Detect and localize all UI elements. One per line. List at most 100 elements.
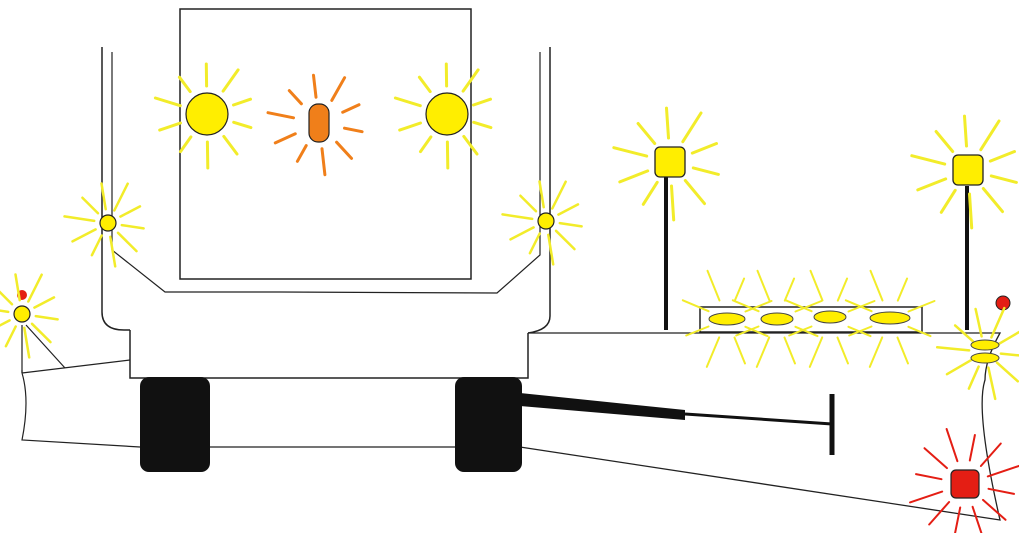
light-ray <box>999 352 1019 357</box>
light-ray <box>158 121 182 132</box>
light-ray <box>266 111 295 120</box>
light-ray <box>986 464 1019 478</box>
light-ray <box>735 325 760 337</box>
light-ray <box>755 336 771 368</box>
light-ray <box>0 309 10 314</box>
light-bar-lamp-icon <box>813 310 847 324</box>
light-ray <box>783 336 796 365</box>
red-tail-light-rays <box>909 428 1019 533</box>
light-ray <box>119 205 142 218</box>
amber-marker-light-icon <box>537 212 555 230</box>
light-ray <box>705 336 721 368</box>
light-bar-lamp-icon <box>708 312 746 326</box>
light-ray <box>896 277 909 302</box>
light-ray <box>733 277 746 302</box>
frame-arm-left <box>101 47 130 331</box>
light-ray <box>665 106 670 140</box>
light-ray <box>982 498 1007 521</box>
light-ray <box>907 300 936 313</box>
light-ray <box>90 234 103 257</box>
light-ray <box>462 134 479 156</box>
light-ray <box>81 196 100 215</box>
light-ray <box>744 300 773 313</box>
amber-warning-light-icon <box>952 154 984 186</box>
light-ray <box>320 147 327 177</box>
light-ray <box>273 132 297 145</box>
amber-marker-light-icon <box>970 339 1000 351</box>
side-marker-right-rays <box>501 180 583 266</box>
light-ray <box>557 203 580 216</box>
amber-warning-light-icon <box>654 146 686 178</box>
light-ray <box>848 325 873 337</box>
light-ray <box>995 361 1019 383</box>
amber-warning-light-icon <box>185 92 229 136</box>
amber-warning-light-icon <box>425 92 469 136</box>
light-ray <box>794 300 823 313</box>
light-ray <box>177 75 192 94</box>
light-ray <box>558 221 583 228</box>
light-ray <box>116 231 138 253</box>
light-ray <box>979 119 1001 152</box>
light-ray <box>179 135 193 154</box>
light-ray <box>14 273 21 302</box>
light-ray <box>923 447 948 470</box>
frame-arm-right-inner <box>279 52 541 294</box>
light-ray <box>153 96 182 108</box>
light-bar-rays-1 <box>681 269 773 368</box>
light-ray <box>990 306 1006 339</box>
light-ray <box>788 325 813 337</box>
light-ray <box>63 215 96 223</box>
light-ray <box>963 114 968 148</box>
light-ray <box>295 144 308 163</box>
light-ray <box>974 307 983 338</box>
light-ray <box>910 154 947 166</box>
light-ray <box>981 187 1004 214</box>
light-ray <box>968 434 976 462</box>
light-ray <box>232 120 253 130</box>
amber-marker-light-icon <box>970 352 1000 364</box>
light-ray <box>528 232 541 255</box>
light-ray <box>685 325 710 337</box>
light-ray <box>939 188 957 214</box>
light-ray <box>501 213 534 221</box>
light-ray <box>954 506 962 533</box>
amber-marker-light-icon <box>99 214 117 232</box>
light-ray <box>612 146 649 158</box>
truck-body <box>129 330 529 379</box>
light-ray <box>731 299 760 313</box>
light-ray <box>519 194 538 213</box>
light-bar-rays-2 <box>731 269 823 368</box>
light-ray <box>987 487 1015 495</box>
light-ray <box>784 299 813 313</box>
light-ray <box>987 366 997 401</box>
light-ray <box>330 76 347 102</box>
light-ray <box>547 233 555 266</box>
left-wing-outline <box>21 359 141 448</box>
light-ray <box>706 269 721 302</box>
light-ray <box>915 473 943 481</box>
light-ray <box>419 135 433 154</box>
light-ray <box>681 111 703 144</box>
pole-light-left-rays <box>612 106 720 222</box>
light-ray <box>23 326 31 359</box>
light-ray <box>907 325 932 338</box>
light-ray <box>393 96 422 108</box>
hydraulic-rod <box>684 412 833 426</box>
orange-beacon-icon <box>308 103 330 143</box>
light-ray <box>461 68 480 93</box>
light-ray <box>34 314 59 321</box>
light-ray <box>343 126 364 134</box>
light-ray <box>844 299 873 313</box>
light-ray <box>756 269 771 302</box>
light-ray <box>935 345 971 352</box>
light-ray <box>681 299 710 313</box>
light-ray <box>869 269 884 302</box>
light-ray <box>953 324 975 343</box>
light-ray <box>809 269 824 302</box>
light-ray <box>836 336 849 365</box>
light-ray <box>120 223 145 230</box>
light-ray <box>232 97 252 107</box>
side-marker-left-rays <box>63 182 145 268</box>
light-ray <box>733 336 746 365</box>
